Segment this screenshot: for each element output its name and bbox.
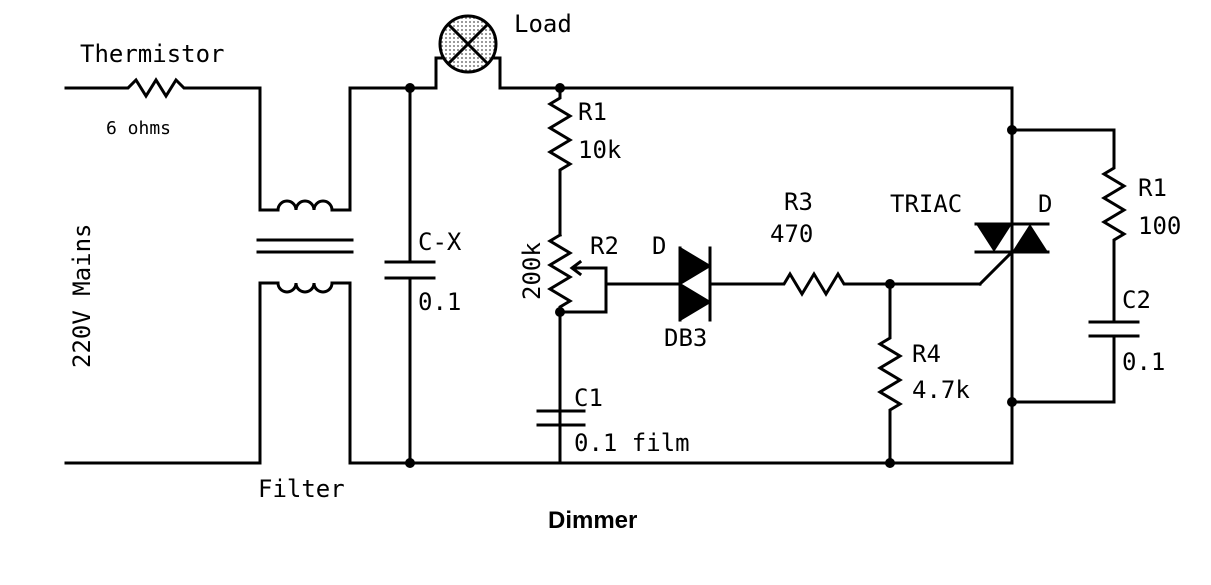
triac-d-label: D [1038,190,1052,218]
diac-db3 [678,246,780,322]
c1-label: C1 [574,384,603,412]
r2-value: 200k [518,242,546,300]
c1-value: 0.1 film [574,429,690,457]
junction-dot [555,83,565,93]
snubber-r1-label: R1 [1138,174,1167,202]
filter-choke [256,86,354,465]
c2-value: 0.1 [1122,348,1165,376]
junction-dot [1007,397,1017,407]
mains-input [64,86,262,465]
top-rail [348,56,1014,132]
c2-label: C2 [1122,286,1151,314]
junctions [405,83,1017,468]
cx-label: C-X [418,228,462,256]
junction-dot [1007,125,1017,135]
filter-label: Filter [258,475,345,503]
r1-label: R1 [578,98,607,126]
snubber [1010,128,1140,404]
junction-dot [885,279,895,289]
junction-dot [405,83,415,93]
mains-label: 220V Mains [68,224,96,369]
snubber-r1-value: 100 [1138,212,1181,240]
diac-d-label: D [652,232,666,260]
capacitor-cx [384,86,436,465]
thermistor-value: 6 ohms [106,118,171,139]
triac-label: TRIAC [890,190,962,218]
r3-label: R3 [784,188,813,216]
load-lamp [438,14,498,74]
triac [974,128,1050,404]
thermistor [118,77,262,99]
r1-value: 10k [578,136,622,164]
junction-dot [555,307,565,317]
resistor-r1 [547,86,573,237]
diac-label: DB3 [664,324,707,352]
cx-value: 0.1 [418,288,461,316]
load-label: Load [514,10,572,38]
r4-value: 4.7k [912,376,970,404]
junction-dot [885,458,895,468]
potentiometer-r2 [547,232,682,465]
r3-value: 470 [770,220,813,248]
r2-label: R2 [590,232,619,260]
bottom-rail [348,400,1014,465]
resistor-r3 [776,271,982,297]
junction-dot [405,458,415,468]
resistor-r4 [877,282,903,465]
diagram-title: Dimmer [548,507,637,534]
capacitor-c1 [536,409,586,427]
r4-label: R4 [912,340,941,368]
thermistor-label: Thermistor [80,40,225,68]
